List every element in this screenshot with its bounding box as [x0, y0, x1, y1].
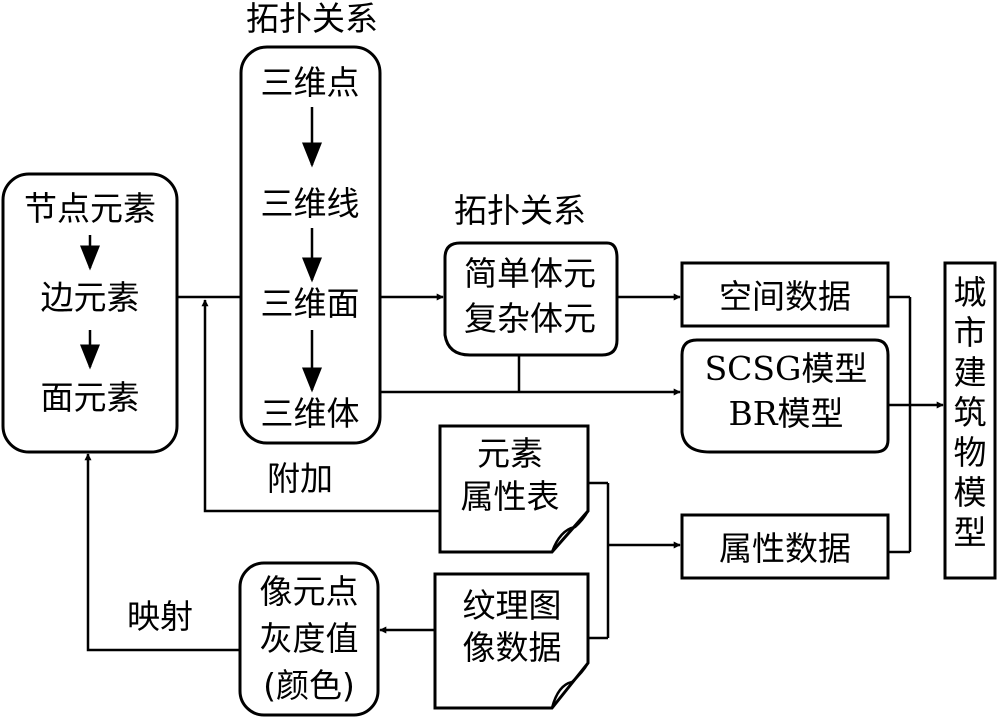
- texture-data-fold: [550, 662, 590, 709]
- city-model-char-5: 模: [954, 473, 987, 512]
- dim-line-label: 三维线: [261, 184, 360, 223]
- color-label: (颜色): [263, 666, 355, 705]
- gray-value-label: 灰度值: [260, 619, 359, 658]
- face-element-label: 面元素: [41, 378, 140, 417]
- dim-face-label: 三维面: [261, 284, 360, 323]
- model-type-box: [680, 338, 890, 454]
- attribute-table-label: 属性表: [461, 477, 560, 516]
- complex-volume-label: 复杂体元: [464, 299, 596, 338]
- city-model-char-6: 型: [954, 513, 987, 552]
- element-label: 元素: [477, 434, 543, 473]
- arrow-attach: [201, 299, 440, 513]
- simple-volume-label: 简单体元: [464, 254, 596, 293]
- element-attr-table-fold: [550, 510, 590, 553]
- attribute-data-box: [680, 513, 890, 580]
- volume-element-box: [443, 241, 619, 357]
- node-element-label: 节点元素: [24, 189, 156, 228]
- spatial-data-label: 空间数据: [719, 277, 851, 316]
- image-data-label: 像数据: [463, 628, 562, 667]
- pixel-point-label: 像元点: [260, 572, 359, 611]
- city-model-char-0: 城: [954, 273, 987, 312]
- city-model-box: [943, 261, 997, 580]
- mapping-label: 映射: [127, 597, 193, 636]
- city-model-char-3: 筑: [954, 393, 987, 432]
- city-model-char-2: 建: [954, 353, 987, 392]
- element-box: [1, 172, 179, 454]
- attach-label: 附加: [267, 459, 333, 498]
- pixel-value-box: [238, 561, 380, 717]
- arrow-mapping: [84, 453, 240, 652]
- dim-point-label: 三维点: [261, 63, 360, 102]
- dimension-box: [239, 45, 382, 445]
- spatial-data-box: [680, 261, 890, 328]
- dim-volume-label: 三维体: [261, 394, 360, 433]
- topology-top-label: 拓扑关系: [246, 0, 378, 38]
- scsg-model-label: SCSG模型: [705, 349, 868, 388]
- city-model-char-1: 市: [954, 313, 987, 352]
- attribute-data-label: 属性数据: [719, 529, 851, 568]
- element-attr-table-doc: [438, 424, 590, 554]
- city-model-char-4: 物: [954, 433, 987, 472]
- br-model-label: BR模型: [728, 394, 843, 433]
- texture-data-doc: [433, 572, 590, 710]
- topology-mid-label: 拓扑关系: [454, 191, 586, 230]
- edge-element-label: 边元素: [41, 278, 140, 317]
- texture-label: 纹理图: [463, 586, 562, 625]
